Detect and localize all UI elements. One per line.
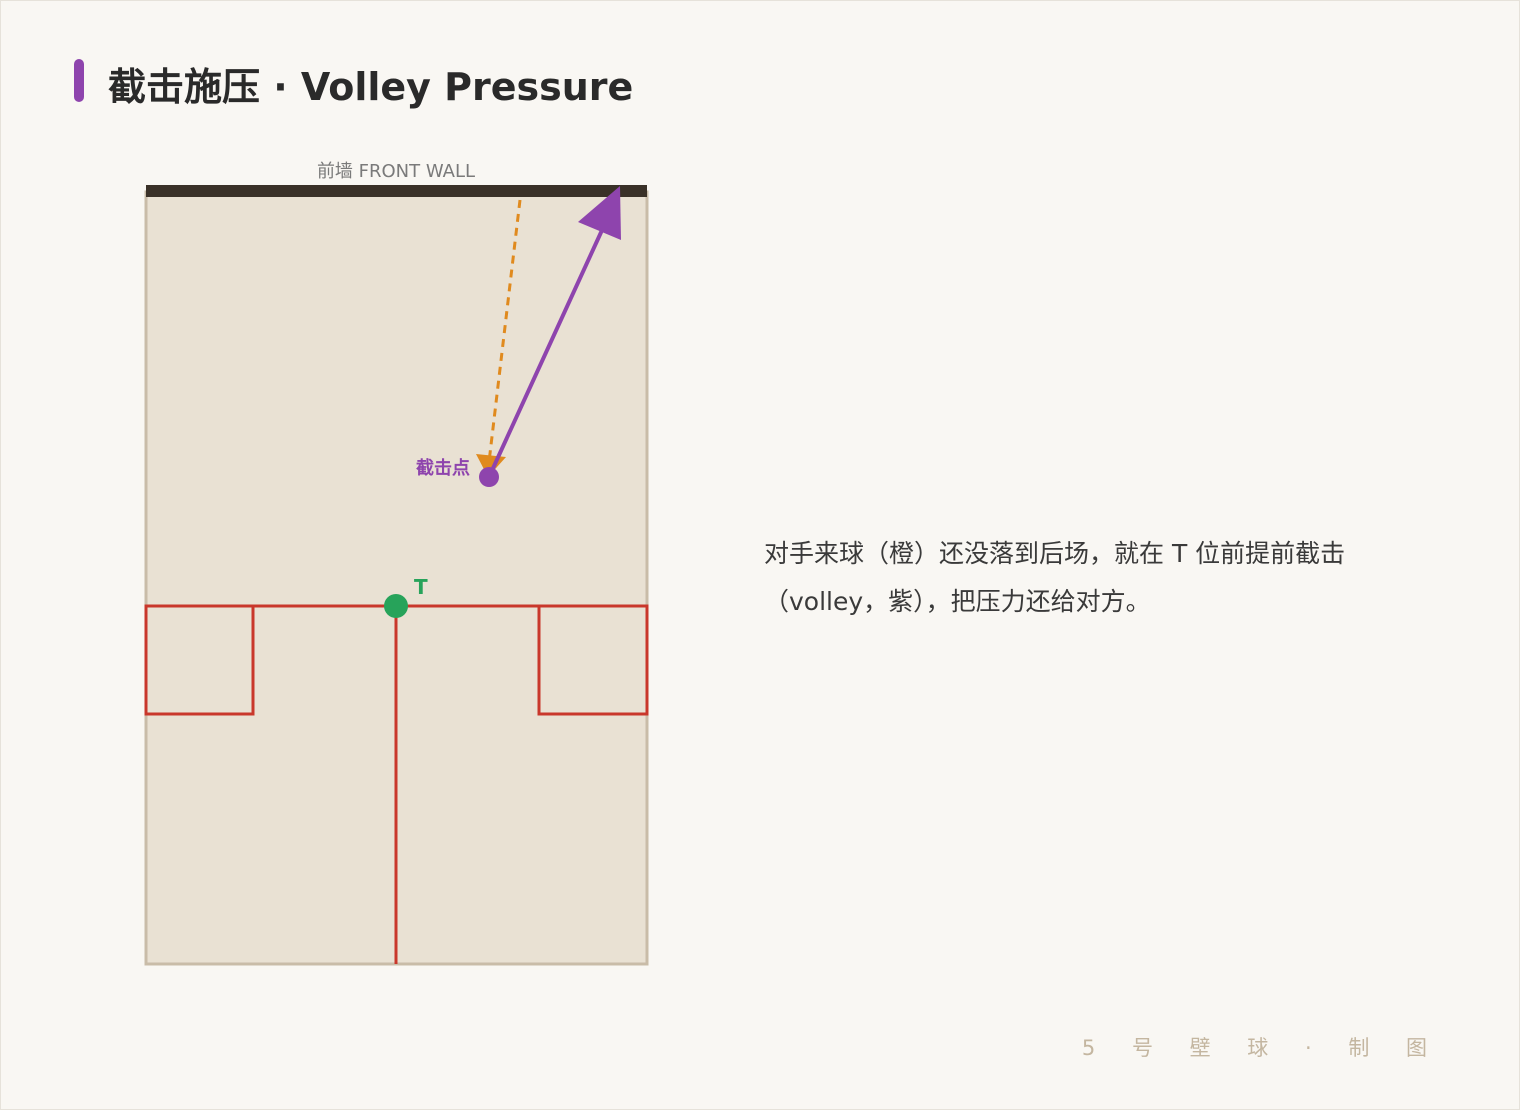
caption-line-2: （volley，紫），把压力还给对方。 xyxy=(764,587,1151,616)
volley-point-label: 截击点 xyxy=(416,457,470,479)
volley-shot-path xyxy=(487,227,605,478)
title-accent-bar xyxy=(74,59,84,102)
diagram-caption: 对手来球（橙）还没落到后场，就在 T 位前提前截击 （volley，紫），把压力… xyxy=(764,530,1444,626)
t-position-marker xyxy=(384,594,408,618)
t-position-label: T xyxy=(414,575,428,599)
right-service-box xyxy=(537,604,649,716)
left-service-box xyxy=(144,604,255,716)
incoming-ball-path xyxy=(487,199,522,463)
front-wall xyxy=(146,185,647,197)
caption-line-1: 对手来球（橙）还没落到后场，就在 T 位前提前截击 xyxy=(764,539,1346,568)
front-wall-label: 前墙 FRONT WALL xyxy=(317,161,475,182)
volley-shot-arrowhead xyxy=(578,186,621,240)
footer-credit: 5 号 壁 球 · 制 图 xyxy=(1081,1036,1442,1060)
volley-point-marker xyxy=(479,467,499,487)
page-title: 截击施压 · Volley Pressure xyxy=(108,65,634,109)
